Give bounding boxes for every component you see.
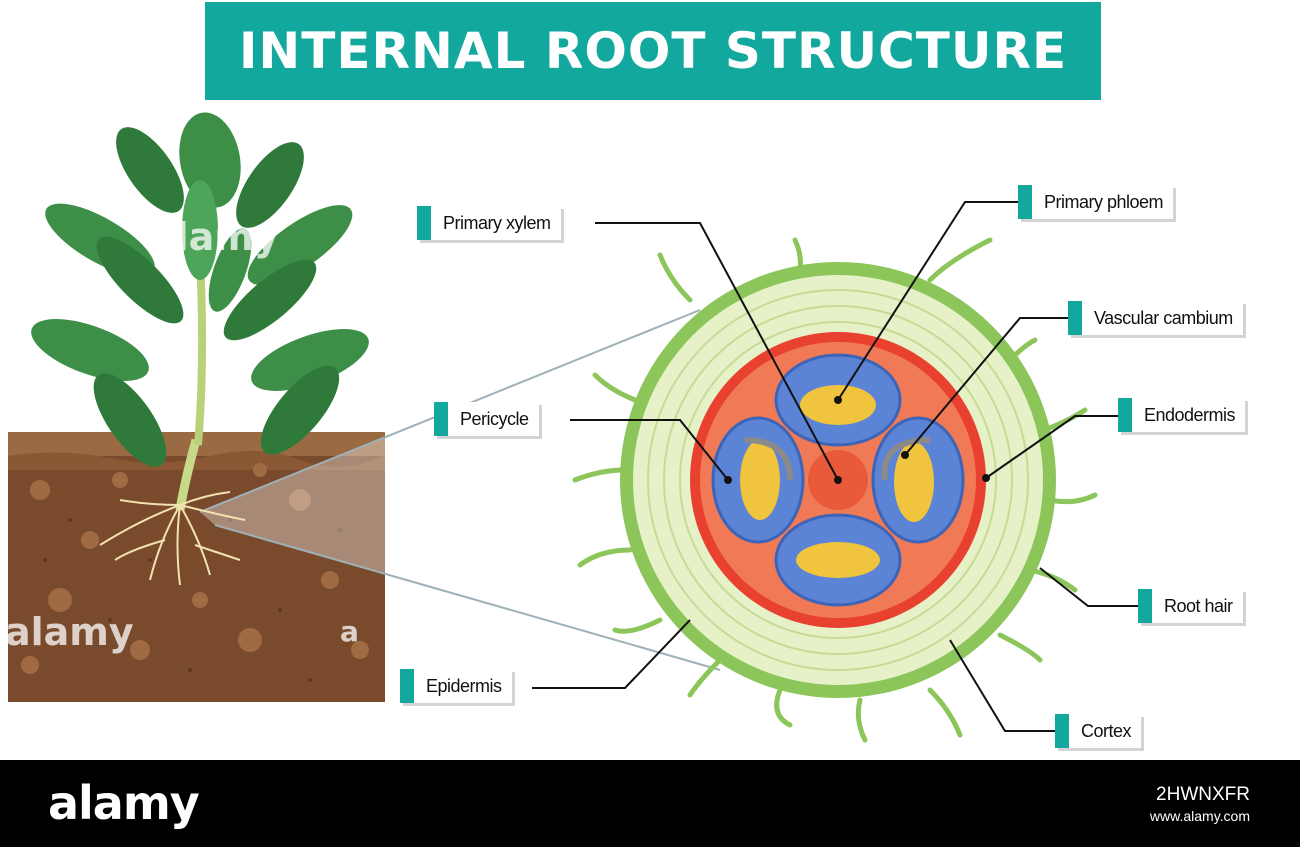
- page-title: INTERNAL ROOT STRUCTURE: [238, 22, 1068, 80]
- zoom-wedge: [200, 310, 720, 670]
- label-text: Primary xylem: [443, 212, 551, 233]
- label-root-hair: Root hair: [1138, 589, 1243, 623]
- root-cross-section: [572, 237, 1098, 743]
- label-text: Pericycle: [460, 408, 529, 429]
- label-tab: [1138, 589, 1152, 623]
- label-tab: [417, 206, 431, 240]
- footer-logo: alamy: [48, 776, 200, 830]
- footer-meta: www.alamy.com: [1149, 808, 1250, 824]
- label-primary-xylem: Primary xylem: [417, 206, 561, 240]
- label-pericycle: Pericycle: [434, 402, 539, 436]
- label-vascular-cambium: Vascular cambium: [1068, 301, 1243, 335]
- label-text: Endodermis: [1144, 404, 1236, 425]
- watermark-top: alamy: [150, 215, 279, 259]
- zoom-line-bottom: [214, 524, 721, 671]
- label-text: Root hair: [1164, 595, 1233, 616]
- label-text: Cortex: [1081, 720, 1132, 741]
- label-primary-phloem: Primary phloem: [1018, 185, 1174, 219]
- plant-leaves: [31, 112, 369, 467]
- leader-dots: [724, 396, 990, 484]
- leader-lines: [532, 201, 1140, 732]
- root-diagram: [8, 112, 1140, 743]
- watermark-root: a: [340, 615, 359, 648]
- label-cortex: Cortex: [1055, 714, 1142, 748]
- label-tab: [434, 402, 448, 436]
- plant: [31, 112, 369, 586]
- label-tab: [1118, 398, 1132, 432]
- label-text: Epidermis: [426, 675, 502, 696]
- label-endodermis: Endodermis: [1118, 398, 1246, 432]
- label-text: Primary phloem: [1044, 191, 1164, 212]
- title-banner: INTERNAL ROOT STRUCTURE: [205, 2, 1101, 100]
- label-tab: [1055, 714, 1069, 748]
- root-hairs: [572, 237, 1098, 743]
- label-tab: [1068, 301, 1082, 335]
- label-tab: [400, 669, 414, 703]
- label-epidermis: Epidermis: [400, 669, 512, 703]
- label-tab: [1018, 185, 1032, 219]
- footer-bar: alamy 2HWNXFR www.alamy.com: [0, 760, 1300, 847]
- footer-image-id: 2HWNXFR: [1156, 784, 1250, 805]
- plant-roots: [99, 491, 246, 586]
- label-text: Vascular cambium: [1094, 307, 1233, 328]
- watermark-left: alamy: [5, 610, 134, 654]
